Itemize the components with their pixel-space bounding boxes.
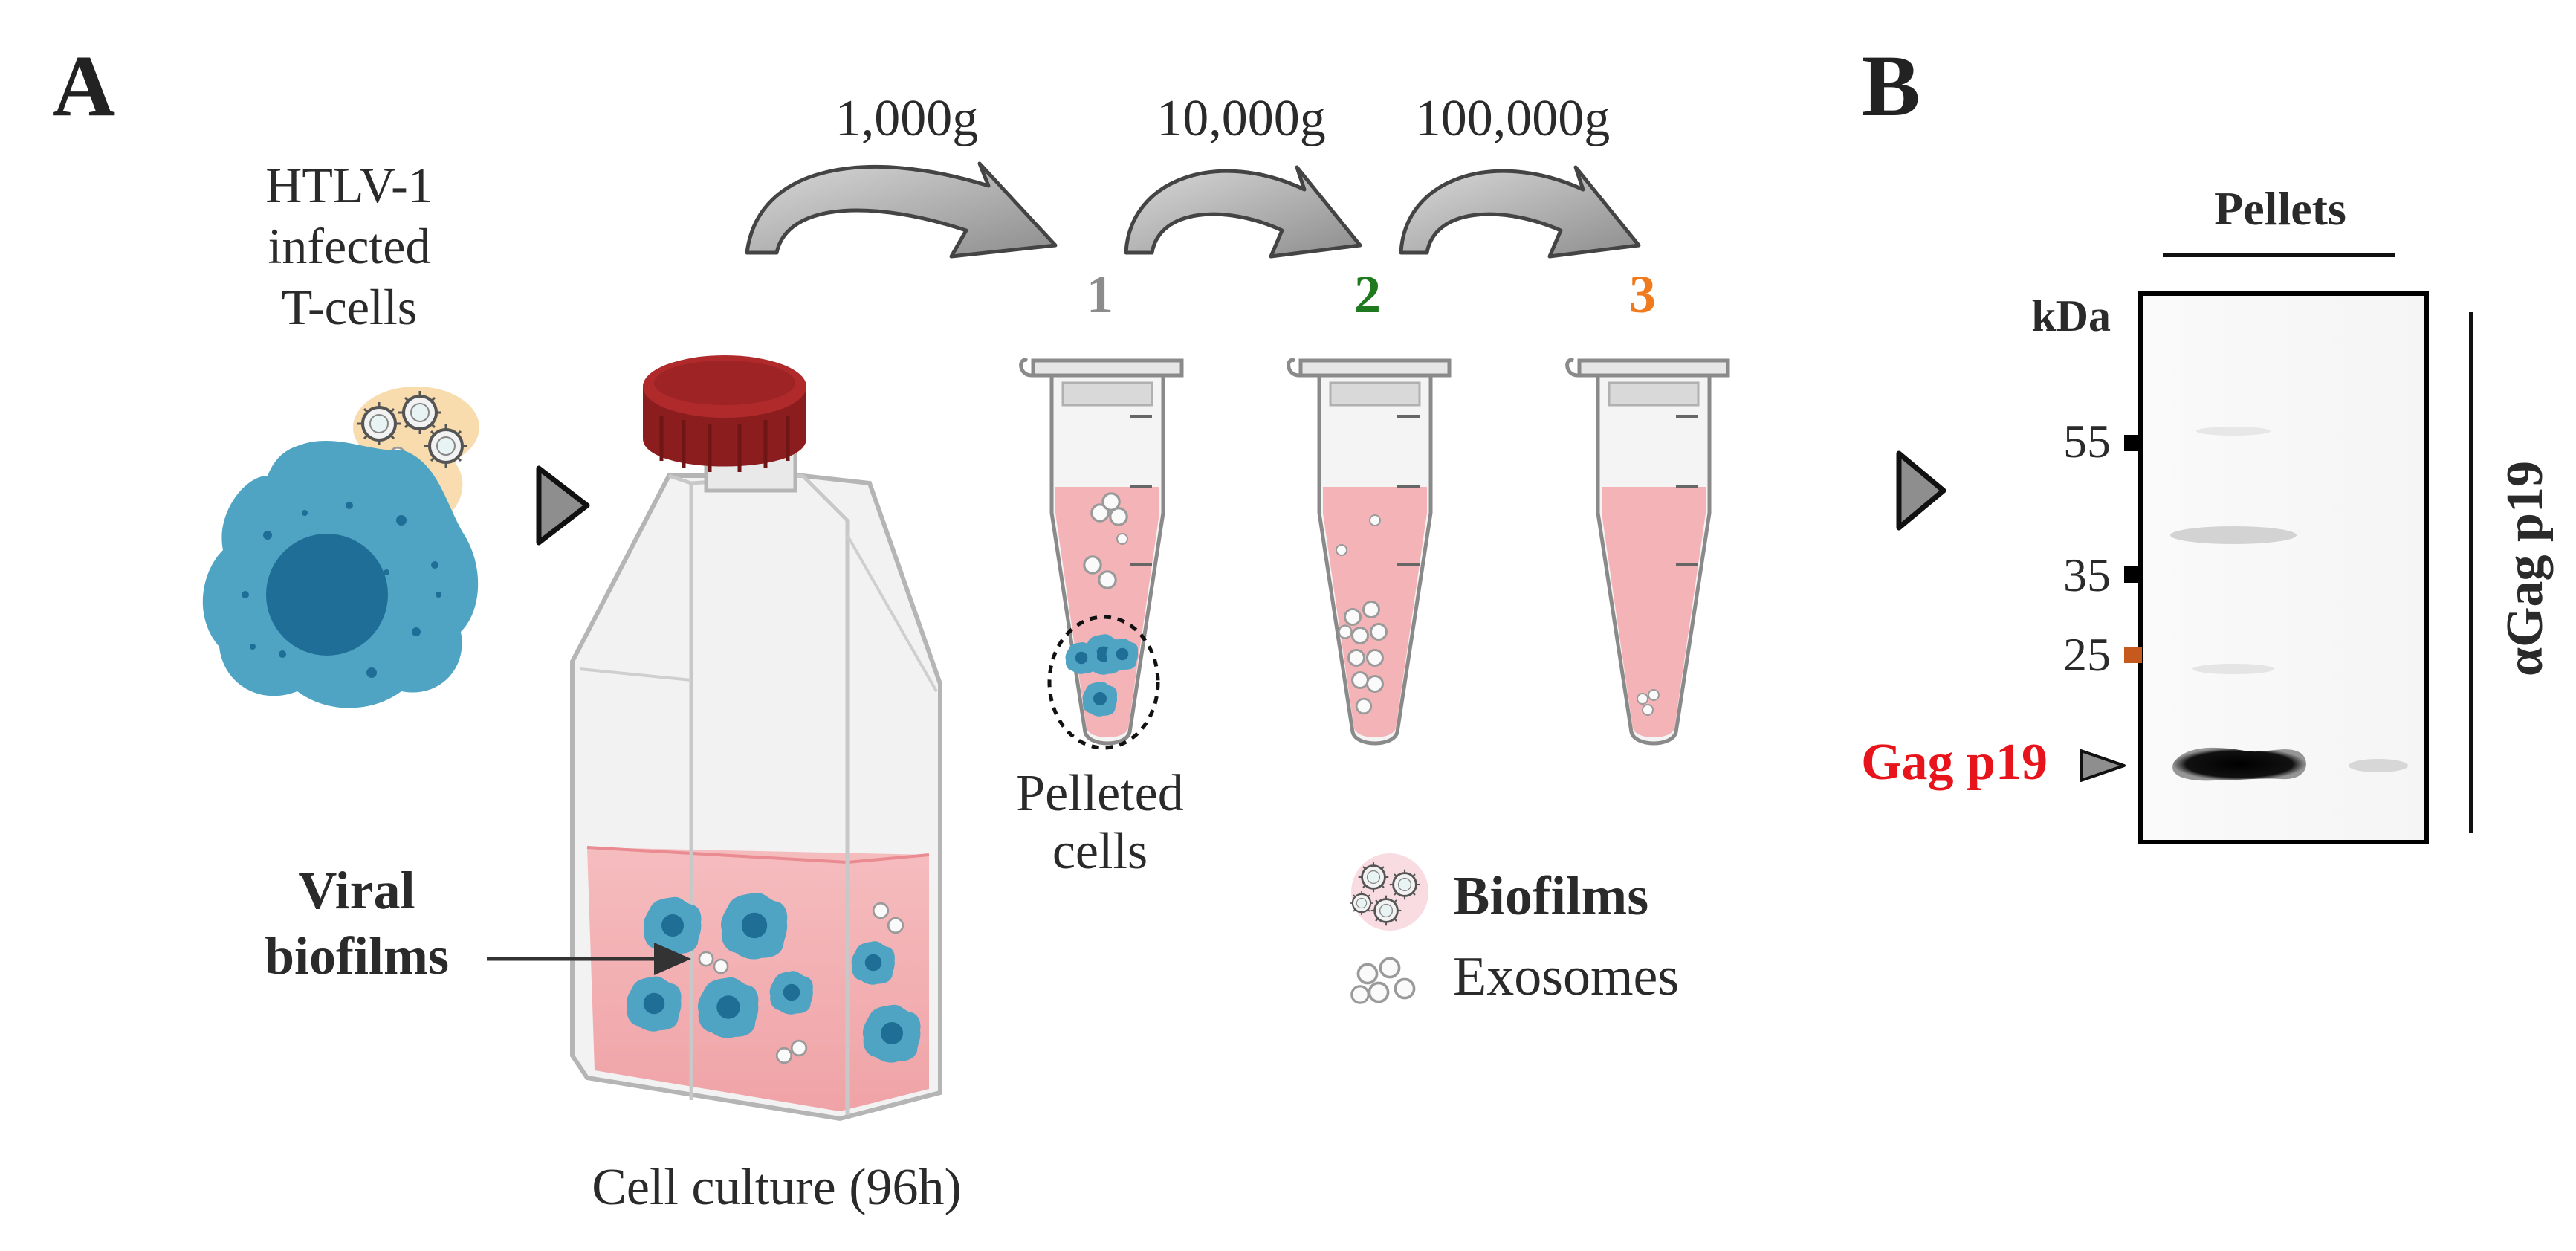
marker-35-label: 35 xyxy=(2063,549,2111,601)
speed-3: 100,000g xyxy=(1415,90,1611,147)
marker-25-tick xyxy=(2124,647,2142,663)
tube-1 xyxy=(1019,358,1184,750)
cell-label-line-3: T-cells xyxy=(282,279,418,335)
pellet-label-line-2: cells xyxy=(1052,823,1148,880)
marker-55-label: 55 xyxy=(2063,415,2111,468)
tube-number-3: 3 xyxy=(1629,265,1656,324)
legend-exosomes-label: Exosomes xyxy=(1453,946,1679,1007)
legend-exosomes-icon xyxy=(1350,957,1416,1004)
infected-t-cell xyxy=(202,387,479,708)
speed-2: 10,000g xyxy=(1156,90,1326,147)
pellet-label-line-1: Pelleted xyxy=(1016,765,1183,822)
tube-2 xyxy=(1287,358,1452,746)
process-arrow-2 xyxy=(1896,450,1946,531)
speed-1: 1,000g xyxy=(835,90,979,147)
gag-p19-band-lane-2 xyxy=(2172,747,2306,781)
band-label: Gag p19 xyxy=(1861,734,2048,791)
gag-p19-band-lane-3 xyxy=(2349,759,2408,772)
western-blot xyxy=(2138,291,2429,844)
centrifuge-arrows xyxy=(745,161,1641,259)
marker-35-tick xyxy=(2124,566,2142,583)
process-arrow-1 xyxy=(536,465,590,546)
tube-number-2: 2 xyxy=(1354,265,1381,324)
cell-label-line-1: HTLV-1 xyxy=(265,157,433,213)
panel-b-label: B xyxy=(1862,37,1920,135)
pellet-label: Pelleted cells xyxy=(1016,765,1183,880)
marker-55-tick xyxy=(2124,435,2142,451)
biofilm-arrowhead xyxy=(654,943,691,975)
infected-cell-label: HTLV-1 infected T-cells xyxy=(265,157,433,335)
kda-unit: kDa xyxy=(2031,291,2111,340)
mw-markers: 55 35 25 xyxy=(2063,415,2142,681)
tube-numbers: 1 2 3 xyxy=(1087,265,1656,324)
antibody-label: αGag p19 xyxy=(2496,461,2554,676)
legend: Biofilms Exosomes xyxy=(1348,853,1679,1007)
flask-caption: Cell culture (96h) xyxy=(592,1159,962,1216)
biofilm-label-line-1: Viral xyxy=(298,861,415,920)
legend-biofilms-label: Biofilms xyxy=(1453,866,1648,927)
biofilm-callout: Viral biofilms xyxy=(265,861,449,986)
legend-biofilms-icon xyxy=(1348,853,1428,931)
marker-25-label: 25 xyxy=(2063,628,2111,681)
biofilm-label-line-2: biofilms xyxy=(265,926,449,986)
tube-number-1: 1 xyxy=(1087,265,1113,324)
blot-header: Pellets xyxy=(2214,182,2346,235)
band-arrowhead xyxy=(2080,749,2126,782)
centrifugation-speeds: 1,000g 10,000g 100,000g xyxy=(835,90,1611,147)
panel-a-label: A xyxy=(52,37,115,135)
cell-label-line-2: infected xyxy=(268,218,431,274)
tube-3 xyxy=(1565,358,1730,746)
culture-flask xyxy=(570,355,942,1122)
